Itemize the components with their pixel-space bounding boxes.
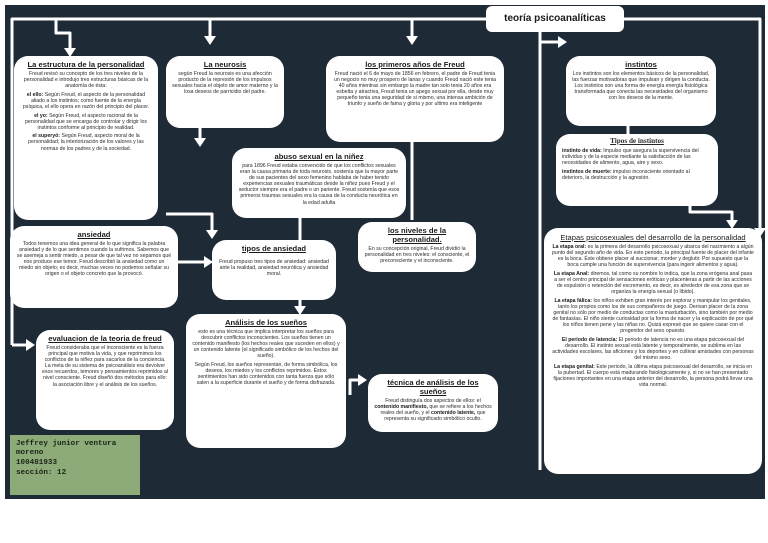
ello-label: el ello: [26, 91, 44, 98]
niveles-title: los niveles de la personalidad. [387, 226, 447, 244]
latencia-text: El periodo de latencia no es una etapa p… [552, 336, 754, 362]
neurosis-text: según Freud la neurosis es una afección … [172, 71, 278, 96]
evaluacion-card: evaluacion de la teoria de freud Freud c… [36, 330, 174, 430]
neurosis-card: La neurosis según Freud la neurosis es u… [166, 56, 284, 128]
connector-ansiedad [166, 212, 214, 232]
neurosis-title: La neurosis [203, 60, 247, 69]
etapas-title: Etapas psicosexuales del desarrollo de l… [560, 233, 746, 242]
arrowhead-ansiedad [206, 230, 218, 239]
suenos-p1: esto es una técnica que implica interpre… [192, 329, 340, 360]
tecnica-post: que representa su significado simbólico … [384, 410, 486, 423]
tipos-ansiedad-title: tipos de ansiedad [241, 244, 307, 253]
yo-label: el yo: [34, 112, 48, 119]
suenos-p2: Según Freud, los sueños representan, de … [194, 361, 338, 387]
yo-text: Según Freud, el aspecto racional de la p… [25, 112, 147, 131]
arrowhead-tipos-ansiedad [204, 256, 213, 268]
abuso-card: abuso sexual en la niñez para 1896 Freud… [232, 148, 406, 218]
arrowhead-estructura [64, 48, 76, 57]
primeros-card: los primeros años de Freud Freud nació e… [326, 56, 504, 142]
evaluacion-title: evaluacion de la teoria de freud [48, 334, 162, 343]
connector-abuso [184, 124, 202, 140]
abuso-text: para 1896 Freud estaba convencido de que… [238, 163, 400, 206]
suenos-title: Análisis de los sueños [225, 318, 307, 327]
estructura-card: La estructura de la personalidad Freud r… [14, 56, 158, 220]
ello-text: Según Freud, el aspecto de la personalid… [22, 91, 150, 110]
tecnica-latente: contenido latente, [430, 410, 476, 417]
estructura-intro: Freud revisó su concepto de los tres niv… [23, 71, 149, 90]
ansiedad-title: ansiedad [77, 230, 111, 239]
tecnica-title: técnica de análisis de los sueños [387, 378, 479, 396]
anal-text: diremos, tal como su nombre lo indica, q… [554, 270, 753, 296]
instintos-card: instintos Los instintos son los elemento… [566, 56, 716, 126]
genital-label: La etapa genital: [553, 363, 595, 370]
arrowhead-neurosis [204, 36, 216, 45]
tecnica-card: técnica de análisis de los sueños Freud … [368, 374, 498, 432]
estructura-title: La estructura de la personalidad [27, 60, 145, 69]
arrowhead-evaluacion [26, 339, 35, 351]
arrowhead-main-right [754, 228, 766, 237]
main-title: teoría psicoanalíticas [486, 6, 624, 32]
connector-estructura [54, 19, 72, 50]
vida-label: instinto de vida: [562, 148, 602, 155]
etapas-card: Etapas psicosexuales del desarrollo de l… [544, 228, 762, 474]
tipos-instintos-title: Tipos de instintos [610, 137, 664, 145]
connector-etapas [688, 200, 734, 222]
latencia-label: El periodo de latencia: [561, 336, 618, 343]
anal-label: La etapa Anal: [553, 270, 590, 277]
ansiedad-text: Todos tenemos una idea general de lo que… [16, 241, 172, 278]
muerte-label: instintos de muerte: [562, 168, 612, 175]
arrowhead-etapas [726, 220, 738, 229]
superyo-label: el superyó: [32, 133, 61, 140]
arrowhead-suenos [294, 306, 306, 315]
connector-main-right [624, 17, 762, 230]
primeros-text: Freud nació el 6 de mayo de 1856 en febr… [333, 71, 497, 108]
falica-text: los niños exhiben gran interés por explo… [552, 297, 754, 335]
primeros-title: los primeros años de Freud [365, 60, 465, 69]
author-id: 100481933 [16, 459, 58, 467]
falica-label: La etapa fálica: [554, 297, 592, 304]
instintos-text: Los instintos son los elementos básicos … [572, 71, 710, 102]
superyo-text: Según Freud, aspecto moral de la persona… [28, 133, 144, 152]
arrowhead-primeros [406, 36, 418, 45]
arrowhead-instintos [558, 36, 567, 48]
tecnica-manifiesto: contenido manifiesto, [374, 404, 428, 411]
instintos-title: instintos [625, 60, 657, 69]
arrowhead-tecnica [358, 374, 367, 386]
suenos-card: Análisis de los sueños esto es una técni… [186, 314, 346, 448]
vida-text: Impulso que asegura la supervivencia del… [562, 148, 699, 167]
oral-label: La etapa oral: [552, 244, 587, 250]
niveles-text: En su concepción original, Freud dividió… [364, 246, 470, 265]
muerte-text: impulso inconsciente orientado al deteri… [562, 168, 690, 181]
author-name: Jeffrey junior ventura moreno [16, 440, 117, 457]
niveles-card: los niveles de la personalidad. En su co… [358, 222, 476, 272]
tipos-ansiedad-card: tipos de ansiedad Freud propuso tres tip… [212, 240, 336, 300]
connector-tecnica [348, 378, 360, 395]
genital-text: Este periodo, la última etapa psicosexua… [553, 363, 753, 388]
oral-text: es la primera del desarrollo psicosexual… [552, 244, 754, 269]
author-block: Jeffrey junior ventura moreno 100481933 … [10, 435, 140, 495]
tecnica-pre: Freud distinguía dos aspectos de ellos: … [385, 398, 481, 404]
arrowhead-abuso [194, 138, 206, 147]
ansiedad-card: ansiedad Todos tenemos una idea general … [10, 226, 178, 308]
tipos-ansiedad-text: Freud propuso tres tipos de ansiedad: an… [219, 259, 329, 278]
tecnica-mid: que se refiere a los hechos reales del s… [380, 404, 492, 417]
author-section: sección: 12 [16, 469, 67, 477]
tipos-instintos-card: Tipos de instintos instinto de vida: Imp… [556, 134, 718, 206]
abuso-title: abuso sexual en la niñez [274, 152, 364, 161]
evaluacion-text: Freud consideraba que el inconsciente es… [42, 345, 168, 388]
